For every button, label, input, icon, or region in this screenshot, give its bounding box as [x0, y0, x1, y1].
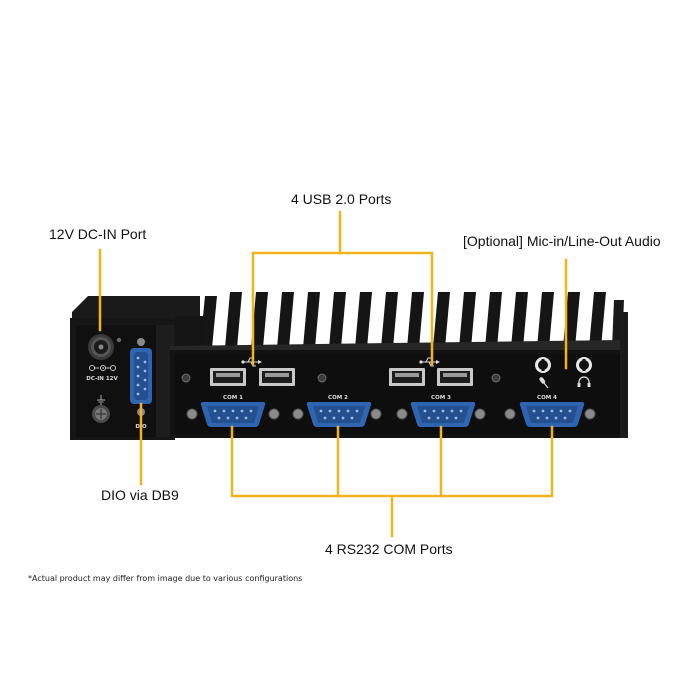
usb-icon: [241, 357, 262, 367]
com-port-3: [396, 402, 486, 427]
usb-port: [389, 368, 425, 386]
com1-label: COM 1: [223, 395, 243, 401]
dc-in-jack: [88, 334, 122, 360]
usb-port: [210, 368, 246, 386]
mic-in-jack: [535, 357, 551, 373]
leader-lines: [98, 210, 568, 538]
microphone-icon: [539, 377, 549, 389]
panel-screws: [181, 373, 501, 383]
usb-port: [259, 368, 295, 386]
usb-icon: [419, 357, 440, 367]
com-port-1: [186, 402, 280, 427]
heatsink-fins: [200, 292, 624, 348]
audio-callout: [Optional] Mic-in/Line-Out Audio: [463, 233, 661, 249]
ground-icon: [92, 395, 110, 423]
dc-polarity-symbol: [88, 364, 117, 372]
com-port-4: [504, 402, 596, 427]
com-port-2: [292, 402, 382, 427]
headphone-icon: [577, 376, 591, 387]
dc-in-label: DC-IN 12V: [86, 376, 118, 382]
usb-bracket: [251, 251, 434, 366]
dio-callout: DIO via DB9: [101, 487, 179, 503]
com4-label: COM 4: [537, 395, 557, 401]
dcin-callout: 12V DC-IN Port: [49, 226, 147, 242]
usb-port: [437, 368, 473, 386]
usb-callout: 4 USB 2.0 Ports: [291, 191, 392, 207]
com2-label: COM 2: [328, 395, 348, 401]
dio-db9-port: [130, 338, 152, 416]
line-out-jack: [576, 357, 592, 373]
footnote: *Actual product may differ from image du…: [28, 574, 303, 583]
com3-label: COM 3: [431, 395, 451, 401]
com-callout: 4 RS232 COM Ports: [325, 541, 453, 557]
